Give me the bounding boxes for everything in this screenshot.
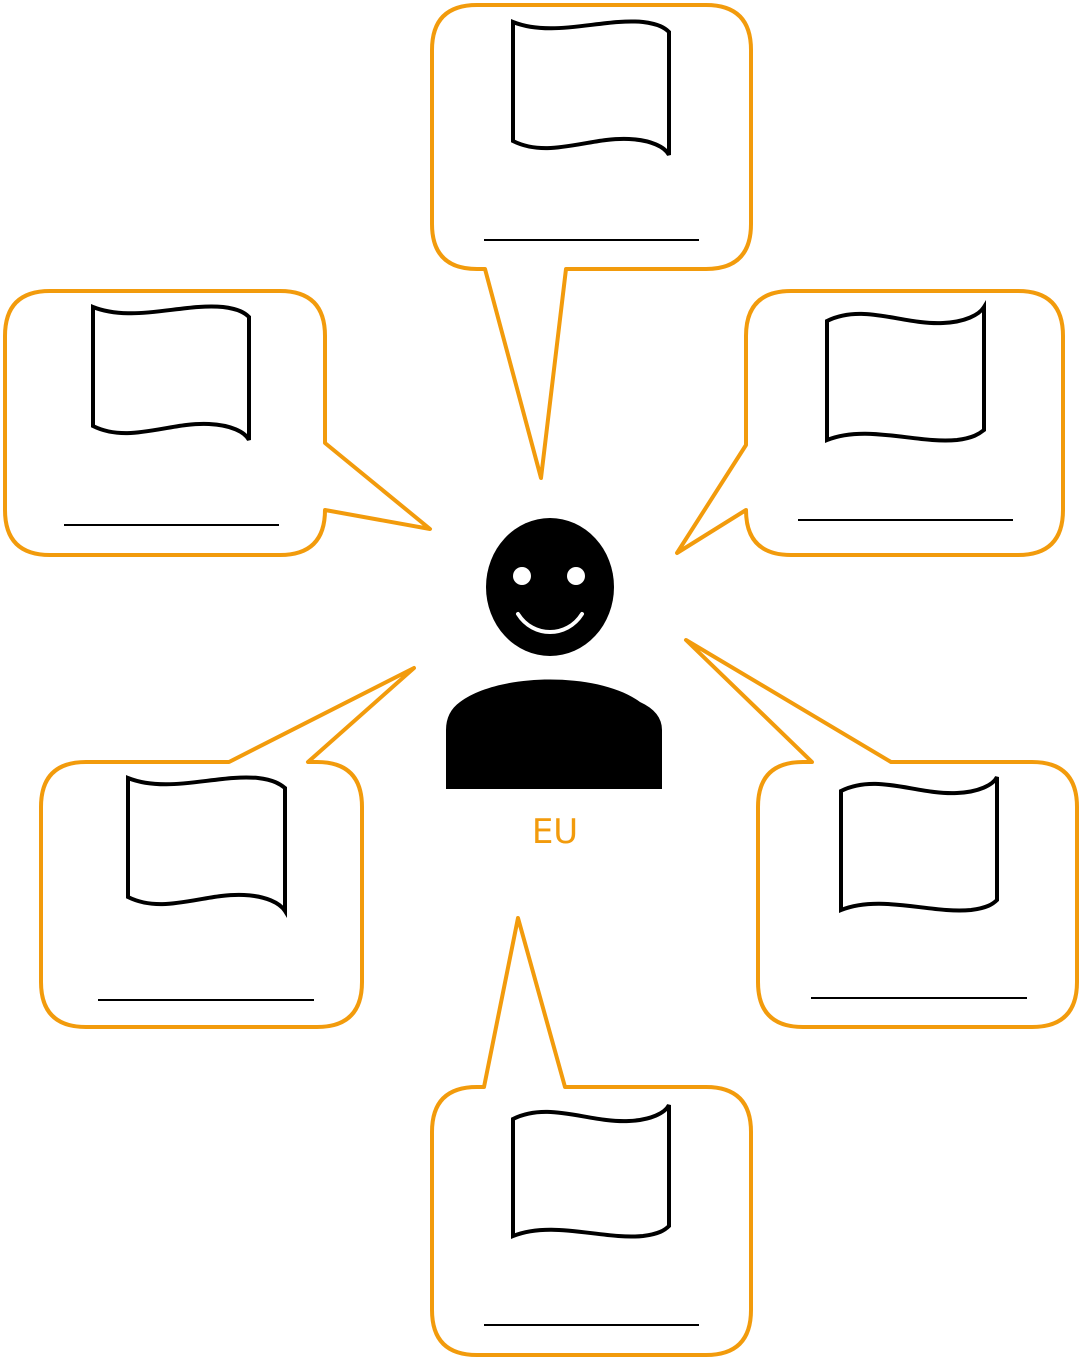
speech-bubble-top [430,3,753,480]
speech-bubble-lower-left [39,666,416,1029]
speech-bubble-upper-left [3,289,432,557]
flag-icon [91,304,251,442]
flag-icon [511,1103,671,1239]
flag-icon [126,775,287,918]
left-eye [513,567,531,585]
center-label: EU [532,812,578,852]
person-body [446,679,662,789]
person-head [486,518,614,656]
smile [516,612,584,634]
flag-icon [839,775,999,913]
flag-icon [825,300,986,443]
speech-bubble-bottom [430,916,753,1357]
right-eye [567,567,585,585]
speech-bubble-lower-right [684,638,1079,1029]
flag-icon [511,19,671,157]
person-icon [446,518,662,789]
speech-bubble-upper-right [675,289,1065,557]
